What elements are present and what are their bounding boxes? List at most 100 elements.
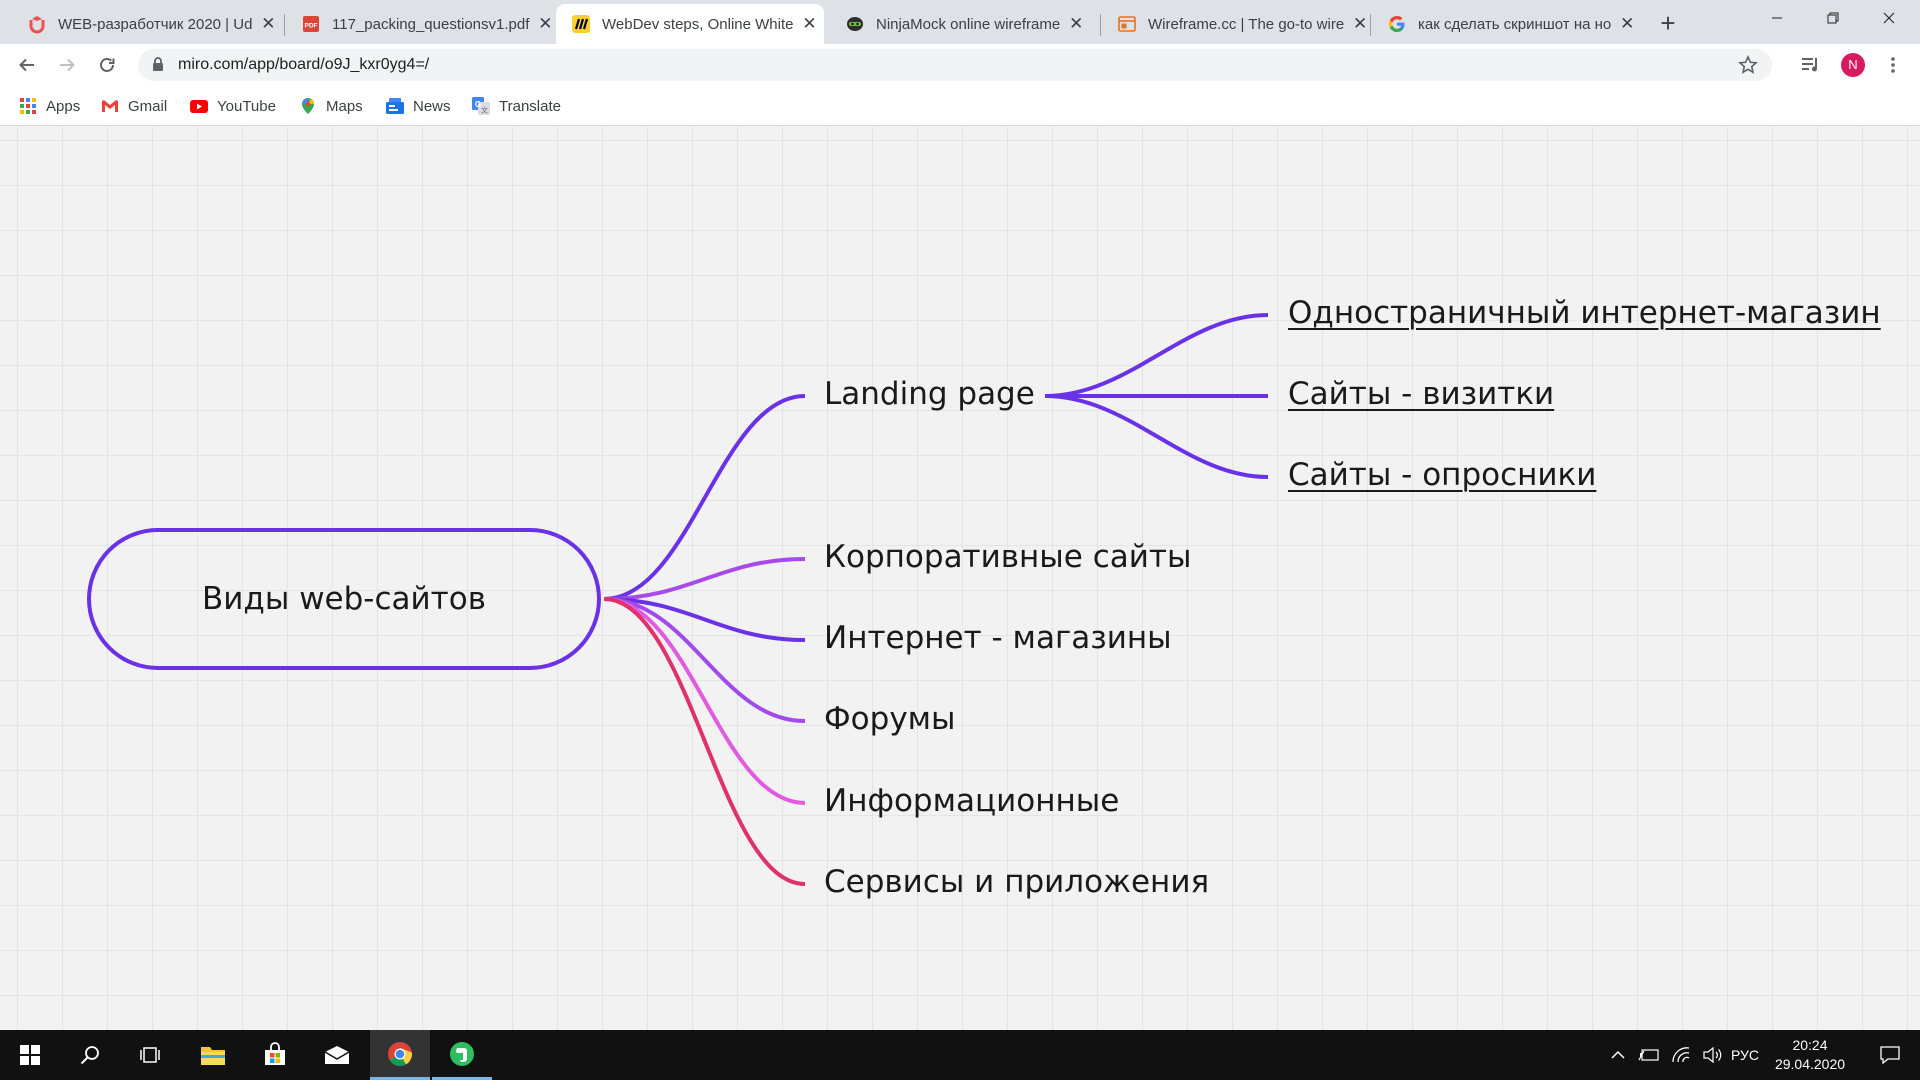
bookmark-gmail[interactable]: Gmail bbox=[101, 96, 167, 116]
svg-text:文: 文 bbox=[481, 106, 488, 115]
node-business-card-sites[interactable]: Сайты - визитки bbox=[1288, 376, 1555, 412]
speaker-icon bbox=[1703, 1046, 1722, 1064]
bookmark-label: News bbox=[413, 97, 451, 115]
bookmark-label: YouTube bbox=[217, 97, 276, 115]
minimize-button[interactable] bbox=[1754, 0, 1800, 36]
svg-text:G: G bbox=[475, 100, 481, 109]
new-tab-button[interactable]: + bbox=[1660, 8, 1676, 38]
bookmark-label: Gmail bbox=[128, 97, 168, 115]
url-text: miro.com/app/board/o9J_kxr0yg4=/ bbox=[178, 56, 430, 73]
connector-ecommerce bbox=[603, 597, 806, 642]
evernote-taskbar-button[interactable] bbox=[432, 1030, 492, 1080]
connector-survey bbox=[1044, 394, 1269, 479]
pdf-icon: PDF bbox=[302, 15, 320, 33]
action-center-button[interactable] bbox=[1866, 1030, 1914, 1080]
news-icon bbox=[386, 97, 404, 115]
connector-single-page-shop bbox=[1044, 313, 1269, 398]
bookmark-star-icon[interactable] bbox=[1738, 55, 1758, 80]
tab-separator bbox=[1100, 14, 1101, 36]
chrome-menu-button[interactable] bbox=[1878, 50, 1908, 80]
profile-button[interactable]: N bbox=[1838, 50, 1868, 80]
bookmark-news[interactable]: News bbox=[386, 96, 451, 116]
node-corporate-sites[interactable]: Корпоративные сайты bbox=[824, 539, 1192, 575]
browser-toolbar: miro.com/app/board/o9J_kxr0yg4=/ N bbox=[0, 44, 1920, 86]
bookmark-maps[interactable]: Maps bbox=[299, 96, 363, 116]
file-explorer-button[interactable] bbox=[183, 1030, 243, 1080]
clock-date: 29.04.2020 bbox=[1774, 1056, 1846, 1072]
media-control-button[interactable] bbox=[1796, 50, 1826, 80]
task-view-button[interactable] bbox=[120, 1030, 180, 1080]
store-button[interactable] bbox=[245, 1030, 305, 1080]
browser-tab[interactable]: Wireframe.cc | The go-to wire ✕ bbox=[1102, 4, 1367, 44]
back-button[interactable] bbox=[12, 50, 42, 80]
connector-forums bbox=[603, 597, 806, 723]
node-forums[interactable]: Форумы bbox=[824, 701, 956, 737]
avatar: N bbox=[1841, 53, 1865, 77]
mail-button[interactable] bbox=[307, 1030, 367, 1080]
tab-close-icon[interactable]: ✕ bbox=[802, 14, 817, 33]
node-informational[interactable]: Информационные bbox=[824, 783, 1120, 819]
address-bar[interactable]: miro.com/app/board/o9J_kxr0yg4=/ bbox=[138, 49, 1772, 81]
forward-button[interactable] bbox=[52, 50, 82, 80]
bookmark-label: Translate bbox=[499, 97, 561, 115]
chevron-up-icon bbox=[1611, 1050, 1625, 1059]
chrome-icon bbox=[388, 1041, 412, 1066]
restore-icon bbox=[1827, 12, 1839, 24]
tab-close-icon[interactable]: ✕ bbox=[1069, 14, 1084, 33]
arrow-left-icon bbox=[19, 58, 34, 72]
tab-close-icon[interactable]: ✕ bbox=[261, 14, 276, 33]
browser-tab[interactable]: как сделать скриншот на но ✕ bbox=[1372, 4, 1636, 44]
connector-corporate bbox=[603, 557, 806, 601]
taskbar-search-button[interactable] bbox=[60, 1030, 120, 1080]
volume-tray-button[interactable] bbox=[1698, 1030, 1728, 1080]
evernote-icon bbox=[450, 1041, 474, 1066]
browser-tab-active[interactable]: WebDev steps, Online White ✕ bbox=[556, 4, 824, 44]
reload-icon bbox=[100, 58, 115, 72]
tab-title: 117_packing_questionsv1.pdf bbox=[332, 15, 530, 33]
miro-board-canvas[interactable]: Виды web-сайтов Landing page Корпоративн… bbox=[0, 127, 1920, 1030]
lock-icon bbox=[152, 57, 164, 77]
browser-tab[interactable]: PDF 117_packing_questionsv1.pdf ✕ bbox=[286, 4, 553, 44]
taskbar-clock[interactable]: 20:24 29.04.2020 bbox=[1760, 1036, 1860, 1074]
mindmap-root-node[interactable]: Виды web-сайтов bbox=[87, 528, 601, 670]
tab-close-icon[interactable]: ✕ bbox=[538, 14, 553, 33]
chrome-taskbar-button[interactable] bbox=[370, 1030, 430, 1080]
node-survey-sites[interactable]: Сайты - опросники bbox=[1288, 457, 1597, 493]
battery-icon bbox=[1638, 1049, 1659, 1061]
node-services-apps[interactable]: Сервисы и приложения bbox=[824, 864, 1210, 900]
bookmark-apps[interactable]: Apps bbox=[19, 96, 80, 116]
browser-tab[interactable]: NinjaMock online wireframe ✕ bbox=[830, 4, 1092, 44]
start-button[interactable] bbox=[0, 1030, 60, 1080]
tab-close-icon[interactable]: ✕ bbox=[1353, 14, 1368, 33]
node-single-page-shop[interactable]: Одностраничный интернет-магазин bbox=[1288, 295, 1881, 331]
bookmark-label: Maps bbox=[326, 97, 363, 115]
tab-separator bbox=[1370, 14, 1371, 36]
wifi-icon bbox=[1672, 1047, 1690, 1063]
browser-tab[interactable]: WEB-разработчик 2020 | Ud ✕ bbox=[12, 4, 276, 44]
windows-taskbar: РУС 20:24 29.04.2020 bbox=[0, 1030, 1920, 1080]
arrow-right-icon bbox=[60, 58, 75, 72]
tab-title: как сделать скриншот на но bbox=[1418, 15, 1612, 33]
maps-icon bbox=[299, 97, 317, 115]
battery-tray-button[interactable] bbox=[1634, 1030, 1664, 1080]
network-tray-button[interactable] bbox=[1666, 1030, 1696, 1080]
connector-informational bbox=[603, 597, 806, 805]
node-online-stores[interactable]: Интернет - магазины bbox=[824, 620, 1172, 656]
svg-text:PDF: PDF bbox=[305, 23, 318, 30]
connector-services bbox=[603, 597, 806, 886]
clock-time: 20:24 bbox=[1792, 1037, 1828, 1053]
restore-button[interactable] bbox=[1810, 0, 1856, 36]
reload-button[interactable] bbox=[92, 50, 122, 80]
file-explorer-icon bbox=[201, 1047, 225, 1065]
tab-close-icon[interactable]: ✕ bbox=[1620, 14, 1635, 33]
input-language-button[interactable]: РУС bbox=[1730, 1047, 1760, 1063]
bookmark-youtube[interactable]: YouTube bbox=[190, 96, 276, 116]
miro-icon bbox=[572, 15, 590, 33]
close-window-button[interactable] bbox=[1866, 0, 1912, 36]
notification-icon bbox=[1880, 1046, 1900, 1065]
show-hidden-icons-button[interactable] bbox=[1604, 1030, 1632, 1080]
node-landing-page[interactable]: Landing page bbox=[824, 376, 1035, 412]
